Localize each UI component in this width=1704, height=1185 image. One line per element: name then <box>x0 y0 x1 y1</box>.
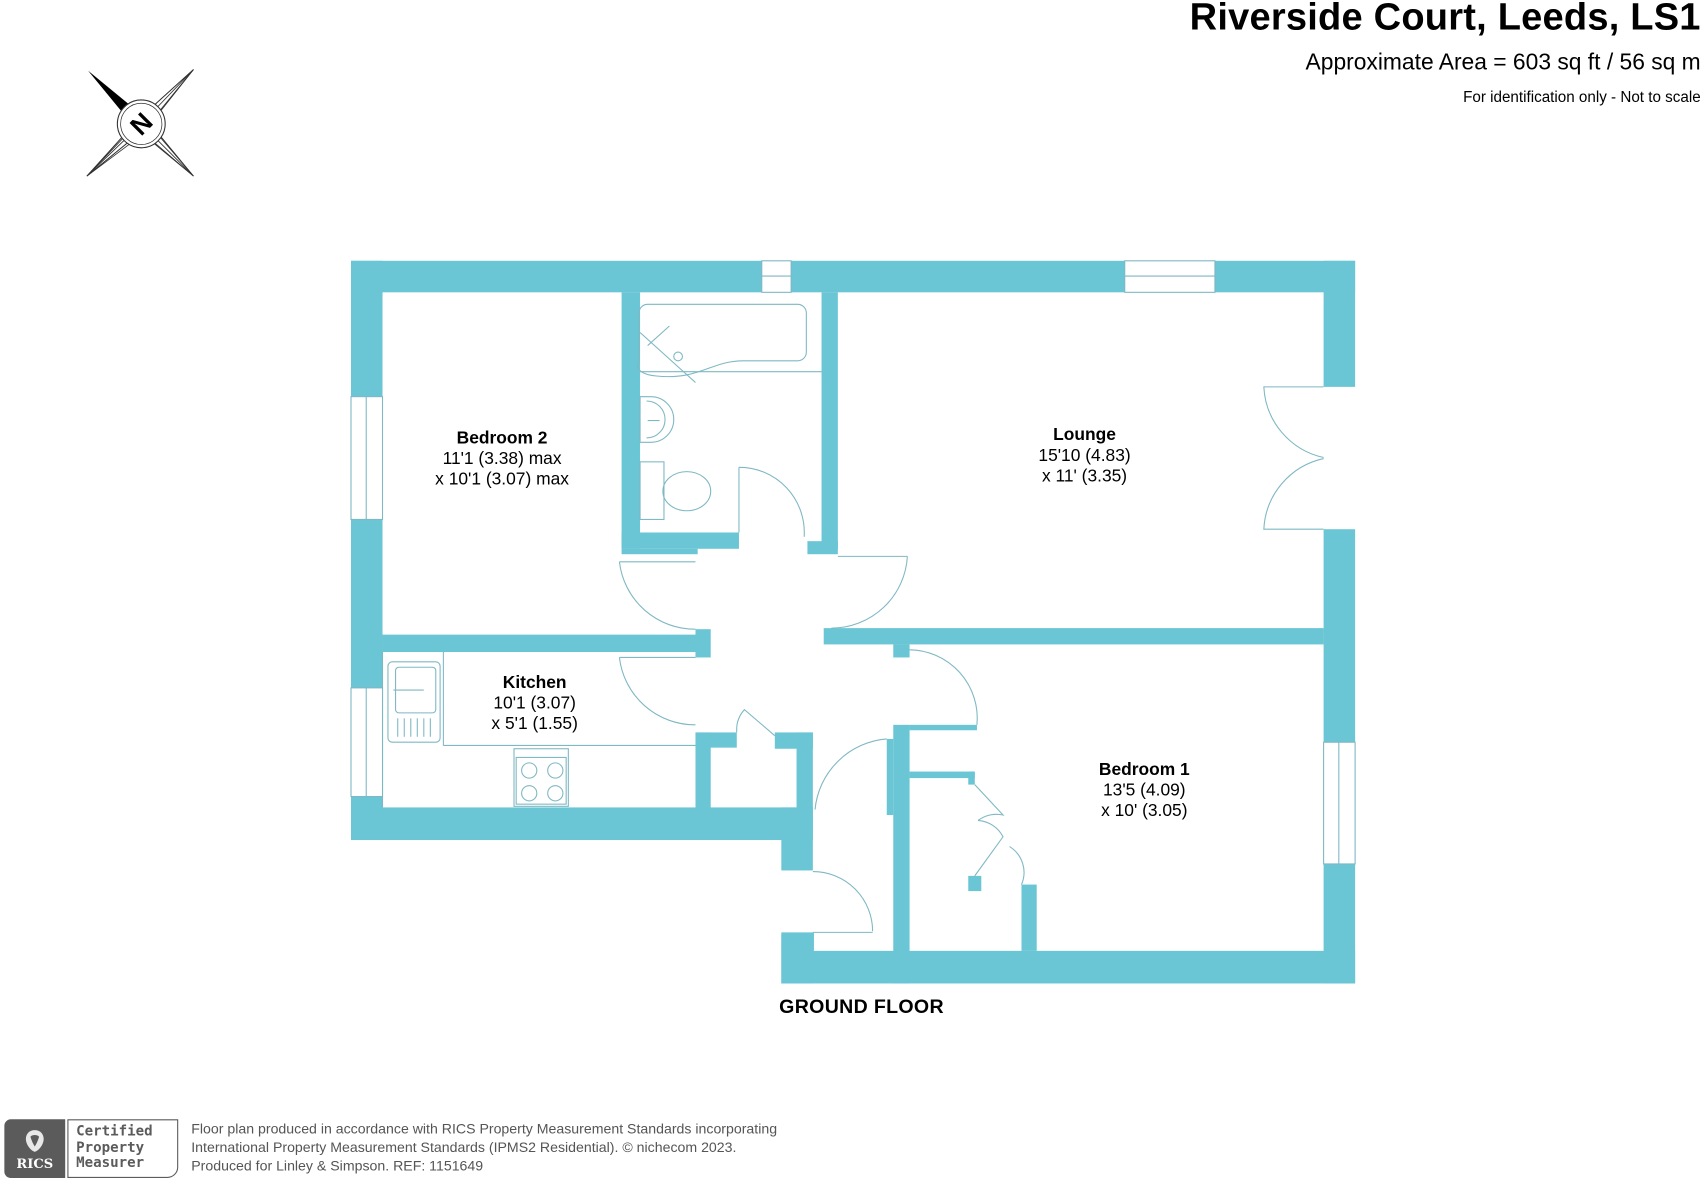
footer-line: International Property Measurement Stand… <box>191 1138 737 1156</box>
room-dimension: 11'1 (3.38) max <box>442 449 562 469</box>
room-dimension: 15'10 (4.83) <box>1038 446 1131 466</box>
approximate-area: Approximate Area = 603 sq ft / 56 sq m <box>1305 49 1701 75</box>
walls <box>351 260 1356 984</box>
disclaimer-note: For identification only - Not to scale <box>1463 88 1701 106</box>
room-bedroom-1: Bedroom 1 13'5 (4.09) x 10' (3.05) <box>1099 760 1190 822</box>
footer-credits: Floor plan produced in accordance with R… <box>191 1119 777 1174</box>
fixtures-and-doors <box>350 260 1356 933</box>
certified-property-measurer: Certified Property Measurer <box>67 1119 179 1178</box>
room-dimension: 10'1 (3.07) <box>493 694 576 713</box>
room-dimension: x 11' (3.35) <box>1041 467 1128 486</box>
room-lounge: Lounge 15'10 (4.83) x 11' (3.35) <box>1038 425 1130 487</box>
floor-label: GROUND FLOOR <box>779 995 944 1018</box>
rics-logo: RICS <box>4 1119 66 1178</box>
footer-line: Floor plan produced in accordance with R… <box>191 1120 778 1137</box>
room-dimension: x 10' (3.05) <box>1101 801 1188 821</box>
compass-north-icon: N <box>86 69 194 177</box>
room-bedroom-2: Bedroom 2 11'1 (3.38) max x 10'1 (3.07) … <box>435 428 569 490</box>
room-name: Lounge <box>1053 425 1116 445</box>
room-name: Kitchen <box>502 673 567 693</box>
footer-line: Produced for Linley & Simpson. REF: 1151… <box>191 1157 484 1174</box>
room-kitchen: Kitchen 10'1 (3.07) x 5'1 (1.55) <box>491 673 577 735</box>
room-dimension: x 10'1 (3.07) max <box>435 470 569 490</box>
property-title: Riverside Court, Leeds, LS1 <box>1189 0 1701 39</box>
room-dimension: x 5'1 (1.55) <box>491 715 578 734</box>
rics-certified-badge: RICS Certified Property Measurer <box>4 1119 179 1178</box>
rics-lion-icon <box>25 1130 44 1152</box>
room-dimension: 13'5 (4.09) <box>1102 781 1186 800</box>
room-name: Bedroom 1 <box>1098 760 1190 780</box>
room-name: Bedroom 2 <box>456 429 548 448</box>
